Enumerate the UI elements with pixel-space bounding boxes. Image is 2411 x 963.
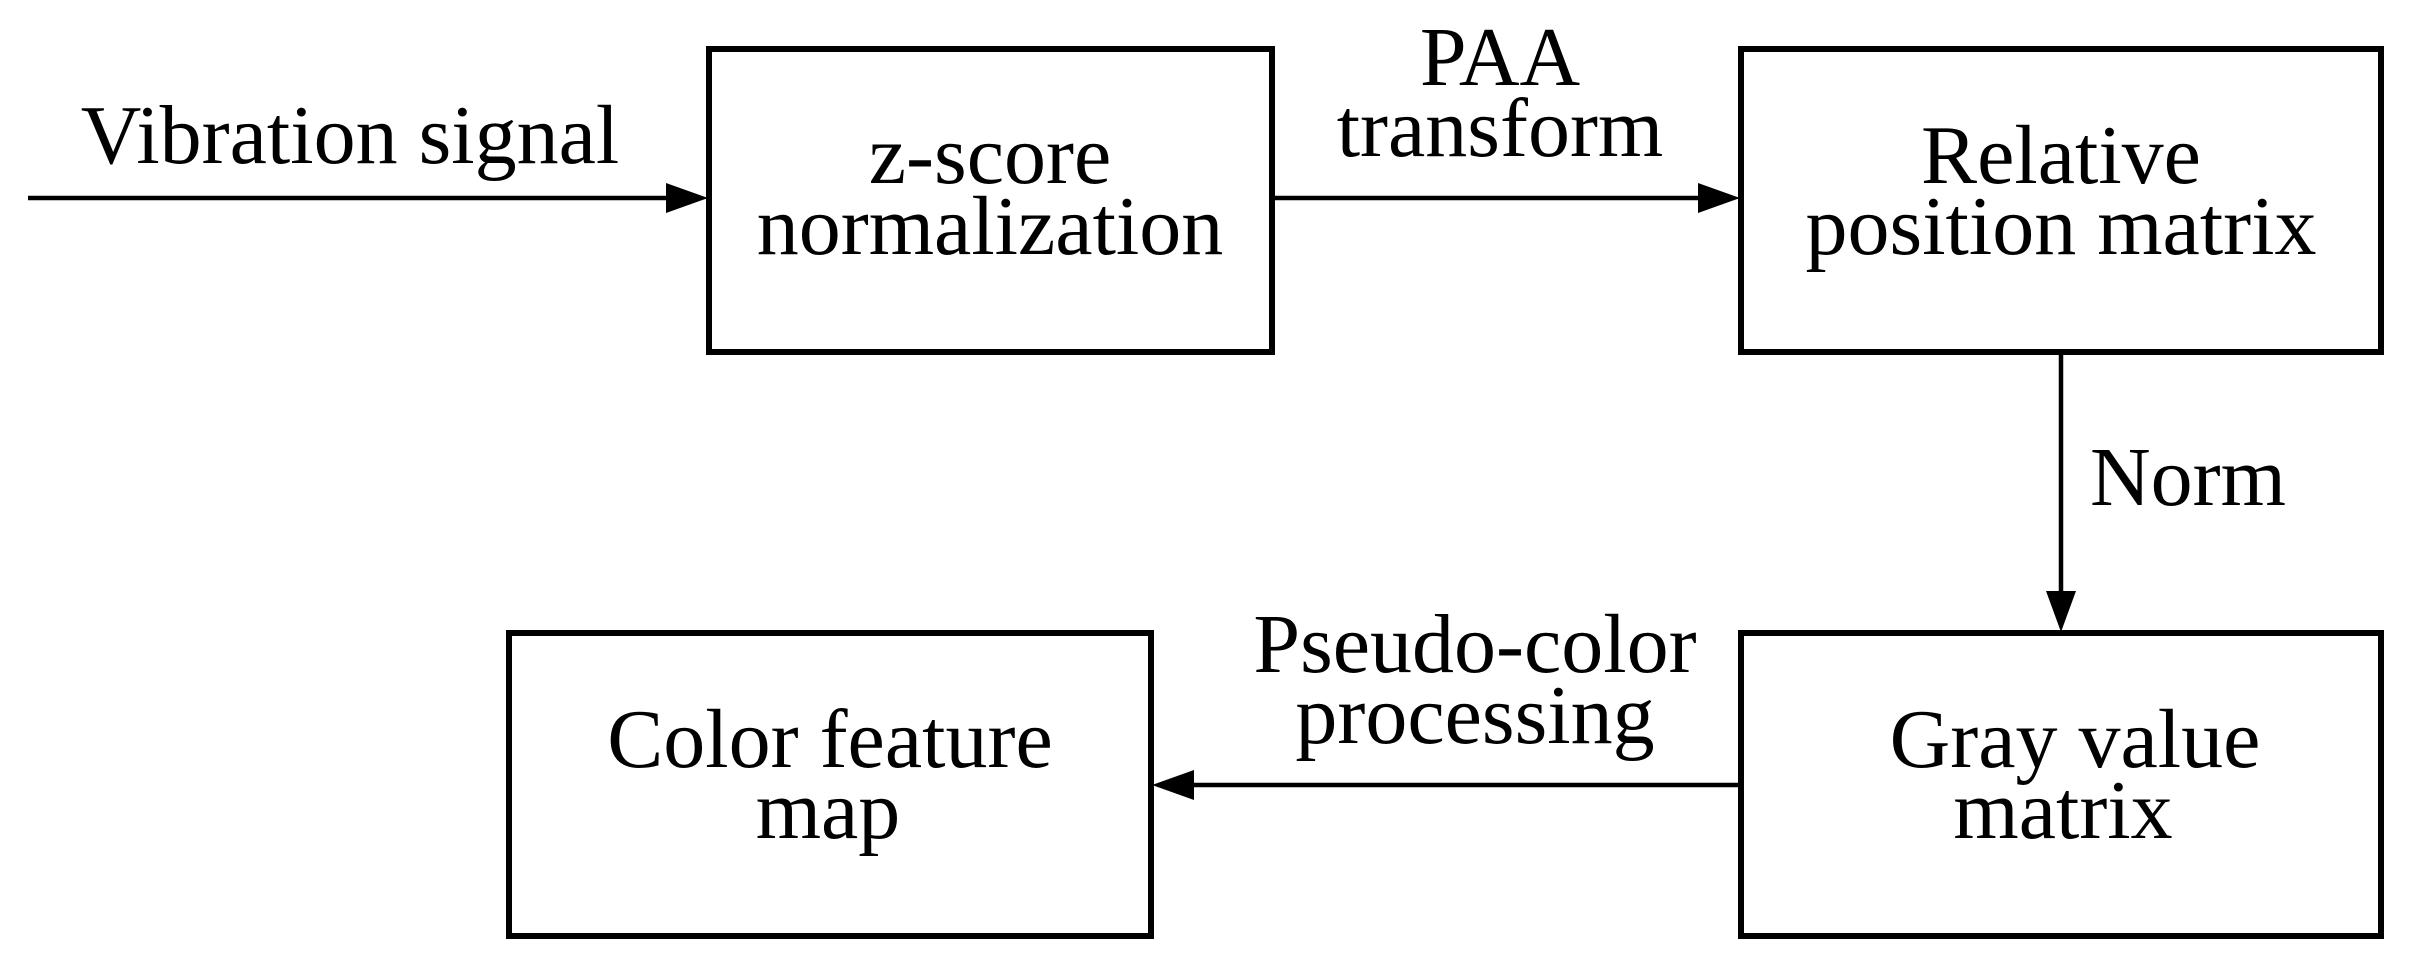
box-relative-line2: position matrix [1806,180,2317,273]
edge-paa-line1: PAA [1420,11,1581,104]
edge-paa-transform: PAA transform [1273,11,1740,213]
box-relative-position-matrix: Relative position matrix [1738,46,2384,355]
box-gray-line1: Gray value [1890,693,2261,786]
edge-vibration-signal: Vibration signal [28,89,708,213]
box-color-rect [506,630,1154,939]
edge-norm: Norm [2046,353,2286,632]
box-color-line1: Color feature [607,693,1052,786]
arrowhead-left-icon [1152,770,1194,800]
box-gray-value-matrix: Gray value matrix [1738,630,2384,939]
edge-vibration-label: Vibration signal [81,89,620,182]
box-zscore-rect [706,46,1275,355]
box-relative-rect [1738,46,2384,355]
box-relative-line1: Relative [1921,109,2201,202]
edge-pseudo-line2: processing [1295,669,1654,762]
edge-pseudo-line1: Pseudo-color [1253,598,1696,691]
box-zscore-line1: z-score [869,109,1111,202]
box-color-feature-map: Color feature map [506,630,1154,939]
edge-norm-label: Norm [2090,431,2286,524]
edge-pseudo-color-processing: Pseudo-color processing [1152,598,1740,800]
box-gray-line2: matrix [1953,764,2172,857]
arrowhead-down-icon [2046,591,2076,632]
box-zscore-normalization: z-score normalization [706,46,1275,355]
box-color-line2: map [756,764,901,857]
arrowhead-right-icon [666,183,708,213]
box-gray-rect [1738,630,2384,939]
box-zscore-line2: normalization [757,180,1224,273]
arrowhead-right-icon [1698,183,1740,213]
edge-paa-line2: transform [1337,82,1664,175]
